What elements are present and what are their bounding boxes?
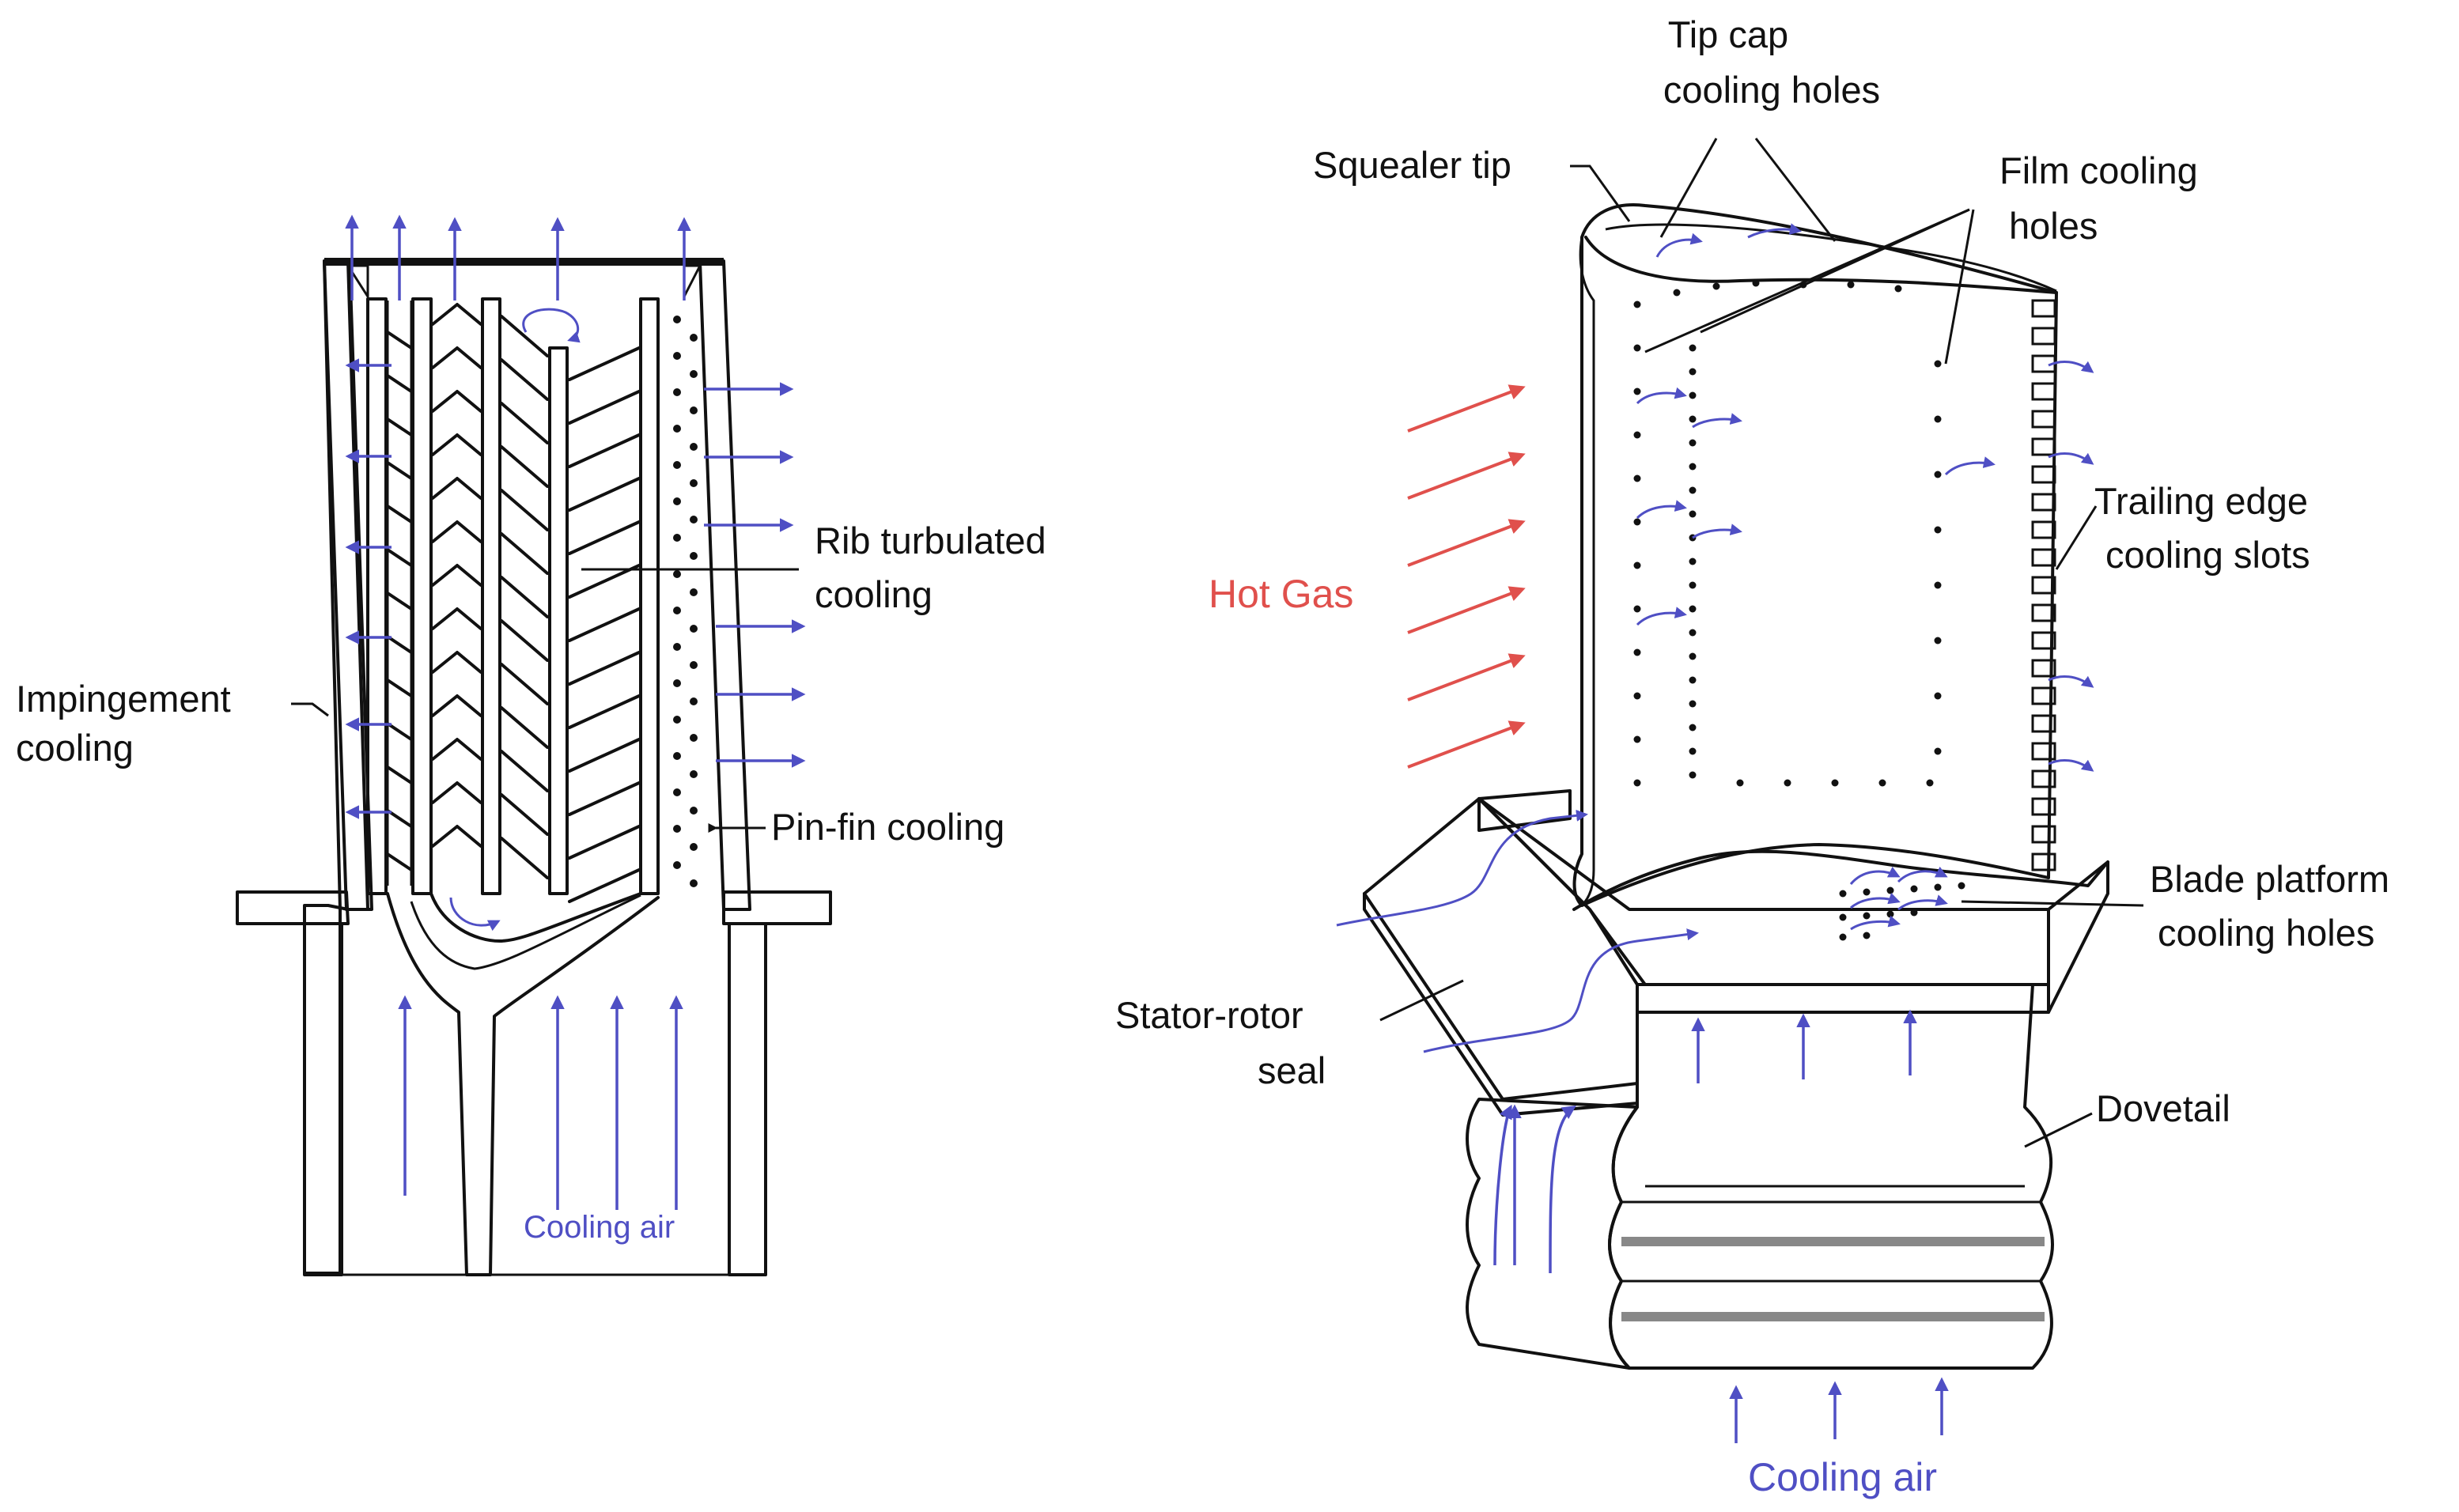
film-label-line2: holes	[2009, 205, 2098, 247]
right-cooling-air-label: Cooling air	[1748, 1455, 1937, 1499]
left-flange	[236, 890, 350, 925]
seal-label-line1: Stator-rotor	[1115, 994, 1303, 1036]
platform-right	[2047, 860, 2109, 1014]
right-blade-3d-view: Tip cap cooling holes Squealer tip Film …	[1115, 13, 2389, 1499]
hot-gas-label: Hot Gas	[1209, 572, 1353, 616]
impingement-label-line1: Impingement	[16, 678, 231, 720]
bottom-turn	[429, 892, 642, 943]
platform-label-line1: Blade platform	[2150, 858, 2389, 900]
platform-front	[1636, 983, 2050, 1014]
film-label-line1: Film cooling	[1999, 149, 2198, 191]
pinfin-label: Pin-fin cooling	[771, 806, 1004, 848]
film-cooling-holes	[1633, 279, 1942, 787]
tip-exit-arrows	[345, 214, 691, 301]
partition-1	[366, 297, 388, 895]
outer-left-wall	[303, 259, 369, 1275]
pin-fin-array	[666, 308, 699, 894]
root-inflow-arrows	[398, 995, 683, 1210]
platform-label-line2: cooling holes	[2158, 912, 2374, 954]
tip-cap	[324, 258, 724, 266]
squealer-tip-inner	[1605, 223, 2057, 293]
partition-4	[639, 297, 660, 895]
film-cooling-arrows	[1636, 223, 2094, 931]
dovetail-body	[1608, 983, 2054, 1370]
seal-flow-arrows	[1336, 809, 1699, 1053]
platform-upper-surface	[1572, 849, 2109, 911]
trailing-exit-arrows	[704, 382, 806, 768]
squealer-tip-rim	[1584, 236, 2058, 294]
trailing-edge-slots	[2031, 299, 2056, 871]
airfoil-body	[1572, 203, 2058, 907]
dovetail-label: Dovetail	[2096, 1087, 2230, 1129]
seal-label-line2: seal	[1258, 1049, 1326, 1091]
left-blade-cross-section: Rib turbulated cooling Impingement cooli…	[16, 214, 1046, 1276]
right-flange	[722, 890, 832, 925]
seal-plate-edge	[1363, 892, 1639, 1117]
impingement-label-line2: cooling	[16, 727, 134, 769]
partition-2	[411, 297, 433, 895]
rib-label-line2: cooling	[815, 573, 933, 615]
rib-label-line1: Rib turbulated	[815, 520, 1046, 561]
trailing-label-line1: Trailing edge	[2094, 480, 2308, 522]
seal-plate	[1363, 797, 1639, 1101]
trailing-label-line2: cooling slots	[2105, 534, 2310, 576]
bottom-swirl-arrow	[449, 897, 501, 932]
bottom-turn-shell	[386, 892, 660, 1276]
right-leaders	[1379, 138, 2144, 1148]
partition-3	[481, 297, 501, 895]
rib-channel-2	[431, 303, 482, 848]
platform-cooling-holes	[1839, 882, 1965, 941]
tip-cap-corner-left	[346, 264, 369, 301]
tipcap-label-line1: Tip cap	[1668, 13, 1788, 55]
airfoil-leading-edge	[1579, 236, 1595, 907]
rib-channel-3	[500, 315, 641, 903]
root-flow-arrows	[1493, 1009, 1949, 1443]
bottom-turn-inner	[410, 894, 641, 970]
right-root-wall	[728, 922, 767, 1276]
impingement-leader	[291, 702, 329, 717]
dovetail-side	[1466, 1098, 1639, 1370]
left-root-wall	[303, 922, 343, 1276]
left-cooling-air-label: Cooling air	[524, 1210, 675, 1245]
top-swirl-arrow	[522, 308, 581, 343]
tipcap-label-line2: cooling holes	[1663, 69, 1880, 111]
right-wall-main	[698, 259, 751, 911]
rib-channel-1	[386, 301, 413, 886]
platform-top	[1477, 797, 2050, 986]
impingement-arrows	[345, 358, 392, 819]
tip-cap-corner-right	[683, 264, 702, 297]
hot-gas-arrows	[1407, 384, 1526, 769]
dovetail-lobe-edges	[1621, 1185, 2041, 1370]
squealer-label: Squealer tip	[1313, 144, 1511, 186]
seal-plate-top	[1477, 789, 1572, 832]
